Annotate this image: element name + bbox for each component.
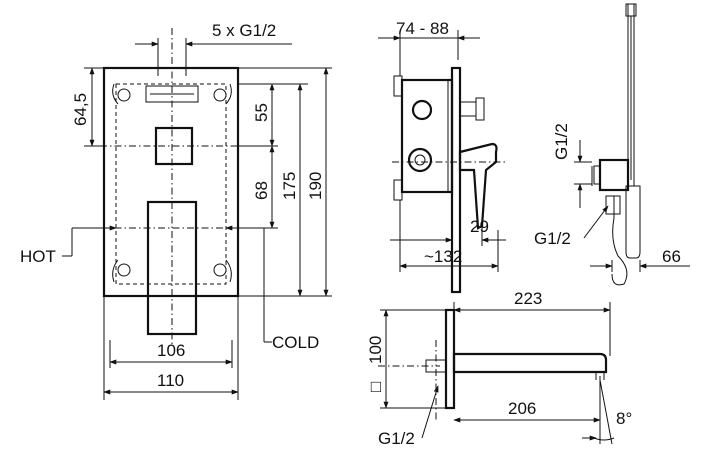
shower-handle: [625, 185, 641, 259]
dim-175: 175: [280, 172, 299, 200]
label-cold: COLD: [272, 333, 319, 352]
dim-g12-spout: G1/2: [378, 429, 415, 448]
dim-g12-bottom: G1/2: [534, 229, 571, 248]
square-symbol: □: [366, 382, 385, 392]
front-view: 5 x G1/2 64,5 55 68 175 190 HOT CO: [20, 21, 332, 400]
mount-hole-tr: [213, 88, 227, 102]
dim-106: 106: [157, 341, 185, 360]
dim-206: 206: [508, 399, 536, 418]
label-hot: HOT: [20, 247, 56, 266]
spout-wall-plate: [444, 308, 456, 410]
dim-8deg: 8°: [616, 409, 632, 428]
shower-view: G1/2 G1/2 66: [534, 3, 690, 286]
dim-55: 55: [252, 103, 271, 122]
hidden-body-outline: [115, 83, 227, 285]
spout-view: 223 100 □ 206 8° G1/2: [366, 289, 632, 448]
side-view: 74 - 88 29 ~132: [378, 19, 506, 294]
dim-223: 223: [514, 289, 542, 308]
dim-29: 29: [470, 217, 489, 236]
mount-hole-br: [213, 263, 227, 277]
port-circle-top: [411, 99, 433, 121]
dim-100: 100: [366, 336, 385, 364]
shower-hose: [611, 196, 628, 286]
port-circle-mid: [407, 147, 433, 173]
dim-68: 68: [252, 181, 271, 200]
mount-hole-tl: [117, 88, 131, 102]
dim-74-88: 74 - 88: [396, 19, 449, 38]
dim-190: 190: [306, 172, 325, 200]
dim-66: 66: [662, 247, 681, 266]
lever-side: [458, 142, 498, 230]
dim-110: 110: [157, 371, 184, 390]
dim-64-5: 64,5: [71, 93, 90, 126]
dim-g12-top: G1/2: [552, 123, 571, 160]
valve-body-side: [400, 78, 454, 194]
wall-plate-side: [450, 66, 462, 294]
wall-outlet: [598, 158, 630, 192]
dim-132: ~132: [424, 247, 462, 266]
spout-body: [452, 352, 608, 374]
dim-5xg12: 5 x G1/2: [212, 21, 276, 40]
mount-hole-bl: [117, 263, 131, 277]
